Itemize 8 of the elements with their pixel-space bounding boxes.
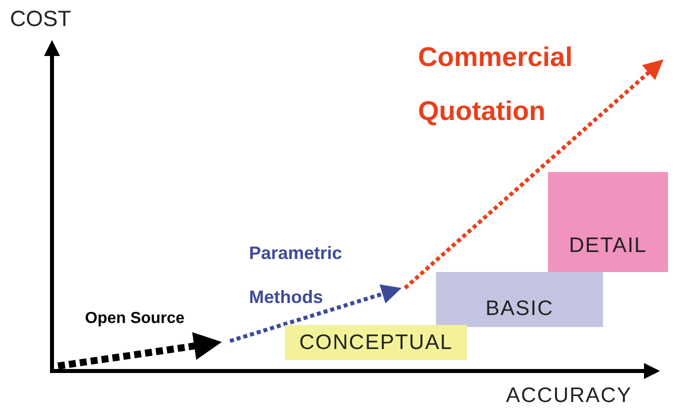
axis-title: COST — [10, 6, 72, 32]
series-label: Parametric Methods — [249, 242, 344, 309]
stage-box: CONCEPTUAL — [285, 325, 467, 360]
series-label: Commercial Quotation — [418, 41, 574, 128]
stage-box: DETAIL — [548, 172, 668, 272]
series-label: Open Source — [85, 310, 185, 328]
axis-title: ACCURACY — [506, 384, 632, 408]
stage-box: BASIC — [436, 272, 603, 327]
